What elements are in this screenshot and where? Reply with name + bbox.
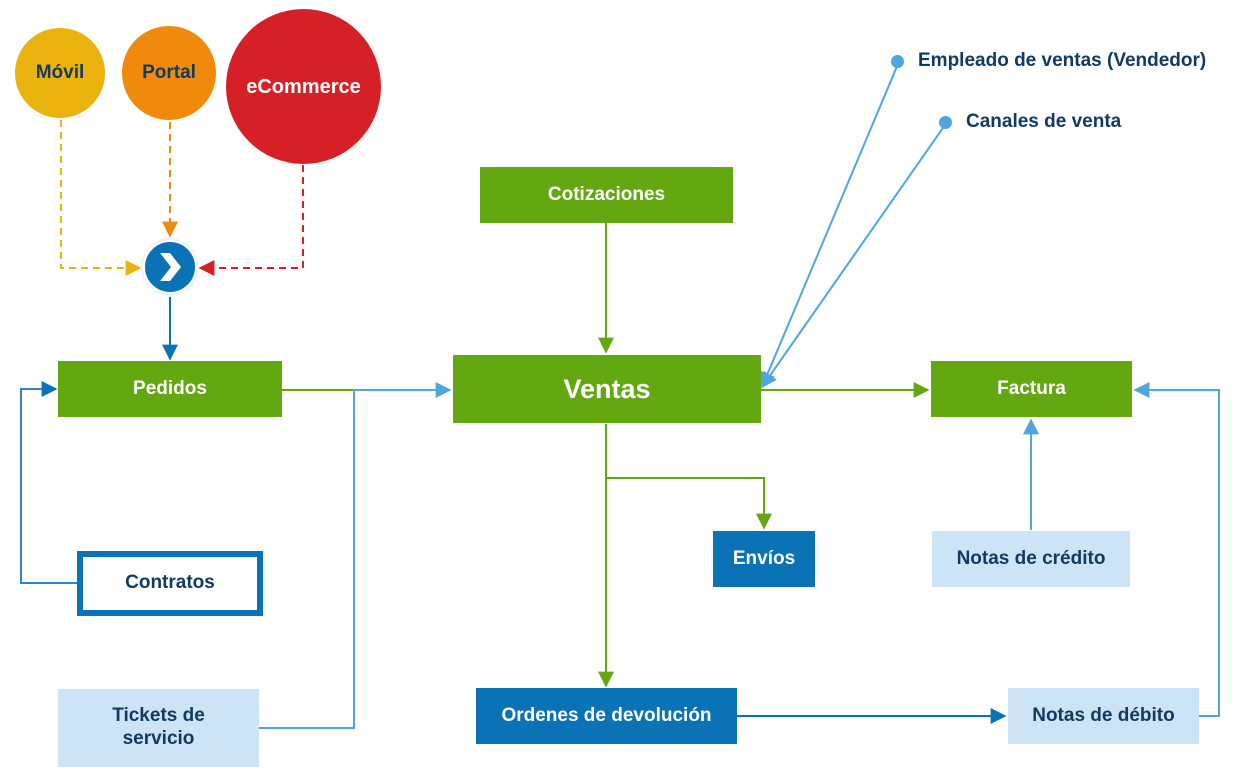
legend-canales-label: Canales de venta: [966, 111, 1122, 132]
tickets-node: Tickets de servicio: [58, 689, 259, 767]
cotizaciones-node: Cotizaciones: [480, 167, 733, 223]
portal-circle: Portal: [122, 26, 216, 120]
empleado-to-ventas-line: [760, 63, 899, 389]
legend-dot-icon: [939, 115, 952, 129]
ventas-node: Ventas: [453, 355, 761, 423]
contratos-node: Contratos: [77, 551, 263, 616]
ecommerce-to-hub-line: [198, 165, 304, 276]
notas-credito-node: Notas de crédito: [932, 531, 1130, 587]
pedidos-node: Pedidos: [58, 361, 282, 417]
legend-empleado-label: Empleado de ventas (Vendedor): [918, 50, 1207, 71]
factura-node: Factura: [931, 361, 1132, 417]
legend-empleado: Empleado de ventas (Vendedor): [891, 50, 1206, 72]
movil-circle: Móvil: [15, 28, 105, 118]
legend-canales: Canales de venta: [939, 111, 1121, 133]
ordenes-devolucion-node: Ordenes de devolución: [476, 688, 737, 744]
chevron-right-icon: [160, 253, 181, 281]
hub-node: [141, 238, 199, 296]
legend-dot-icon: [891, 54, 904, 68]
notas-debito-node: Notas de débito: [1008, 688, 1199, 744]
contratos-to-pedidos-line: [20, 381, 78, 584]
tickets-to-ventas-line: [259, 382, 452, 729]
envios-node: Envíos: [713, 531, 815, 587]
canales-to-ventas-line: [761, 124, 946, 389]
movil-to-hub-line: [60, 120, 142, 276]
debito-to-factura-line: [1133, 382, 1220, 717]
ventas-to-envios-line: [605, 424, 772, 530]
ecommerce-circle: eCommerce: [226, 9, 381, 164]
